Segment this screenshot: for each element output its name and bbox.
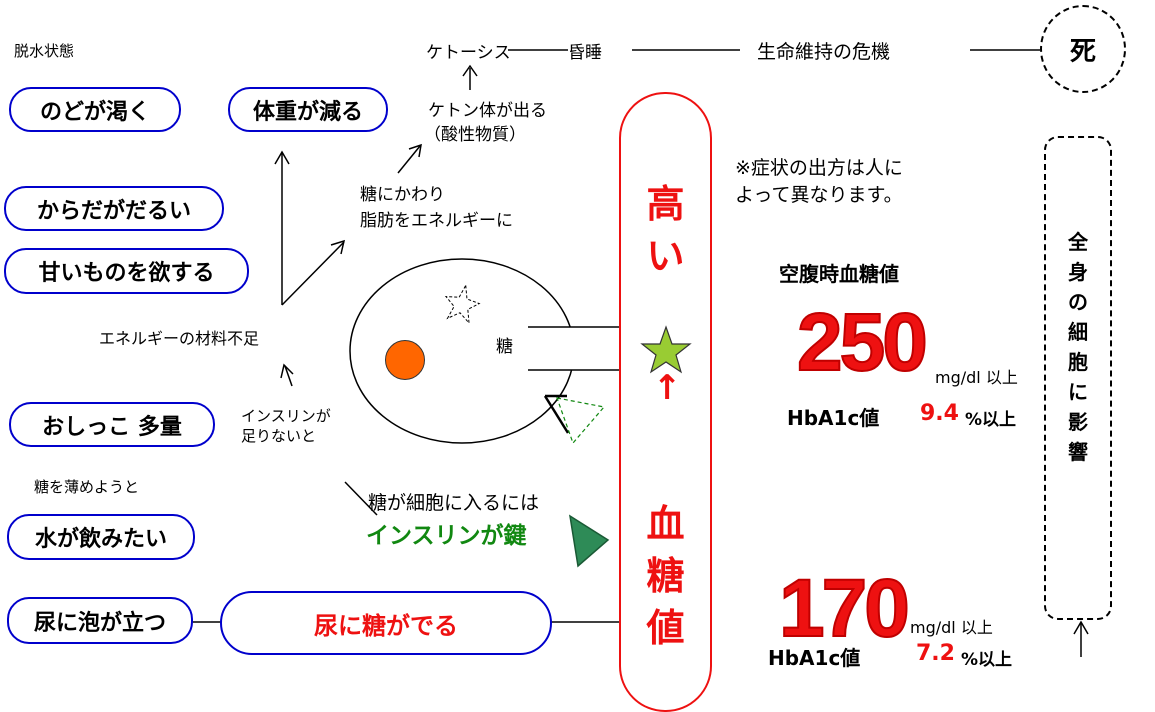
hba1c-label-1: HbA1c値 [787,406,880,430]
dehydration-label: 脱水状態 [14,42,75,60]
insulin-key-icon [568,514,610,568]
high-label: 高 い [619,185,712,275]
hba1c-value-1: 9.4 [920,401,959,426]
whole-body-label: 全 身 の 細 胞 に 影 響 [1044,232,1112,462]
symptom-urination: おしっこ 多量 [9,402,215,447]
high-char-2: い [646,234,685,278]
symptom-weight-loss: 体重が減る [228,87,388,132]
up-arrow-icon: ↑ [652,368,682,408]
blood-sugar-bar [619,92,712,712]
blood-char-1: 血 [646,502,685,546]
hba1c-value-2: 7.2 [916,641,955,666]
hba1c-unit-2: %以上 [961,650,1013,670]
symptom-foamy-urine: 尿に泡が立つ [7,597,193,644]
cell-nucleus [385,340,425,380]
whole-body-char: 全 [1068,230,1088,254]
energy-shortage-label: エネルギーの材料不足 [99,329,260,348]
ketosis-label: ケトーシス [426,43,511,63]
blood-sugar-label: 血 糖 値 [619,505,712,647]
whole-body-char: 身 [1068,260,1088,284]
insulin-key-line2: インスリンが鍵 [366,523,527,549]
death-label: 死 [1069,36,1096,67]
symptom-tired: からだがだるい [4,186,224,231]
ketone-label: ケトン体が出る [428,101,547,121]
coma-label: 昏睡 [568,43,602,63]
fat-energy-line1: 糖にかわり [360,185,445,205]
whole-body-char: 胞 [1068,350,1088,374]
whole-body-char: に [1068,380,1088,404]
symptom-sugar-in-urine: 尿に糖がでる [220,591,552,655]
value-250: 250 [796,297,929,388]
hba1c-unit-1: %以上 [965,410,1017,430]
dilute-sugar-label: 糖を薄めようと [34,478,140,496]
note-line1: ※症状の出方は人に [735,157,903,179]
insulin-short-line1: インスリンが [241,407,331,425]
life-crisis-label: 生命維持の危機 [757,41,891,63]
insulin-short-line2: 足りないと [241,427,317,445]
whole-body-char: 影 [1068,410,1088,434]
value-170: 170 [778,563,911,654]
whole-body-char: の [1068,290,1088,314]
unit-250: mg/dl 以上 [935,368,1018,387]
death-circle: 死 [1040,5,1126,93]
unit-170: mg/dl 以上 [910,618,993,637]
star-icon [640,325,692,374]
acid-label: （酸性物質） [424,125,526,145]
blood-char-3: 値 [646,606,685,650]
insulin-key-line1: 糖が細胞に入るには [368,492,540,514]
connector-lines [193,49,1089,657]
cell-sugar-label: 糖 [496,337,513,357]
blood-char-2: 糖 [646,554,685,598]
note-line2: よって異なります。 [735,184,903,206]
fasting-title: 空腹時血糖値 [779,262,899,286]
whole-body-char: 響 [1068,440,1088,464]
symptom-want-water: 水が飲みたい [7,514,195,560]
fat-energy-line2: 脂肪をエネルギーに [360,211,513,231]
whole-body-box [1044,136,1112,620]
symptom-want-sweets: 甘いものを欲する [4,248,249,294]
whole-body-char: 細 [1068,320,1088,344]
symptom-thirsty: のどが渇く [9,87,181,132]
high-char-1: 高 [646,182,685,226]
